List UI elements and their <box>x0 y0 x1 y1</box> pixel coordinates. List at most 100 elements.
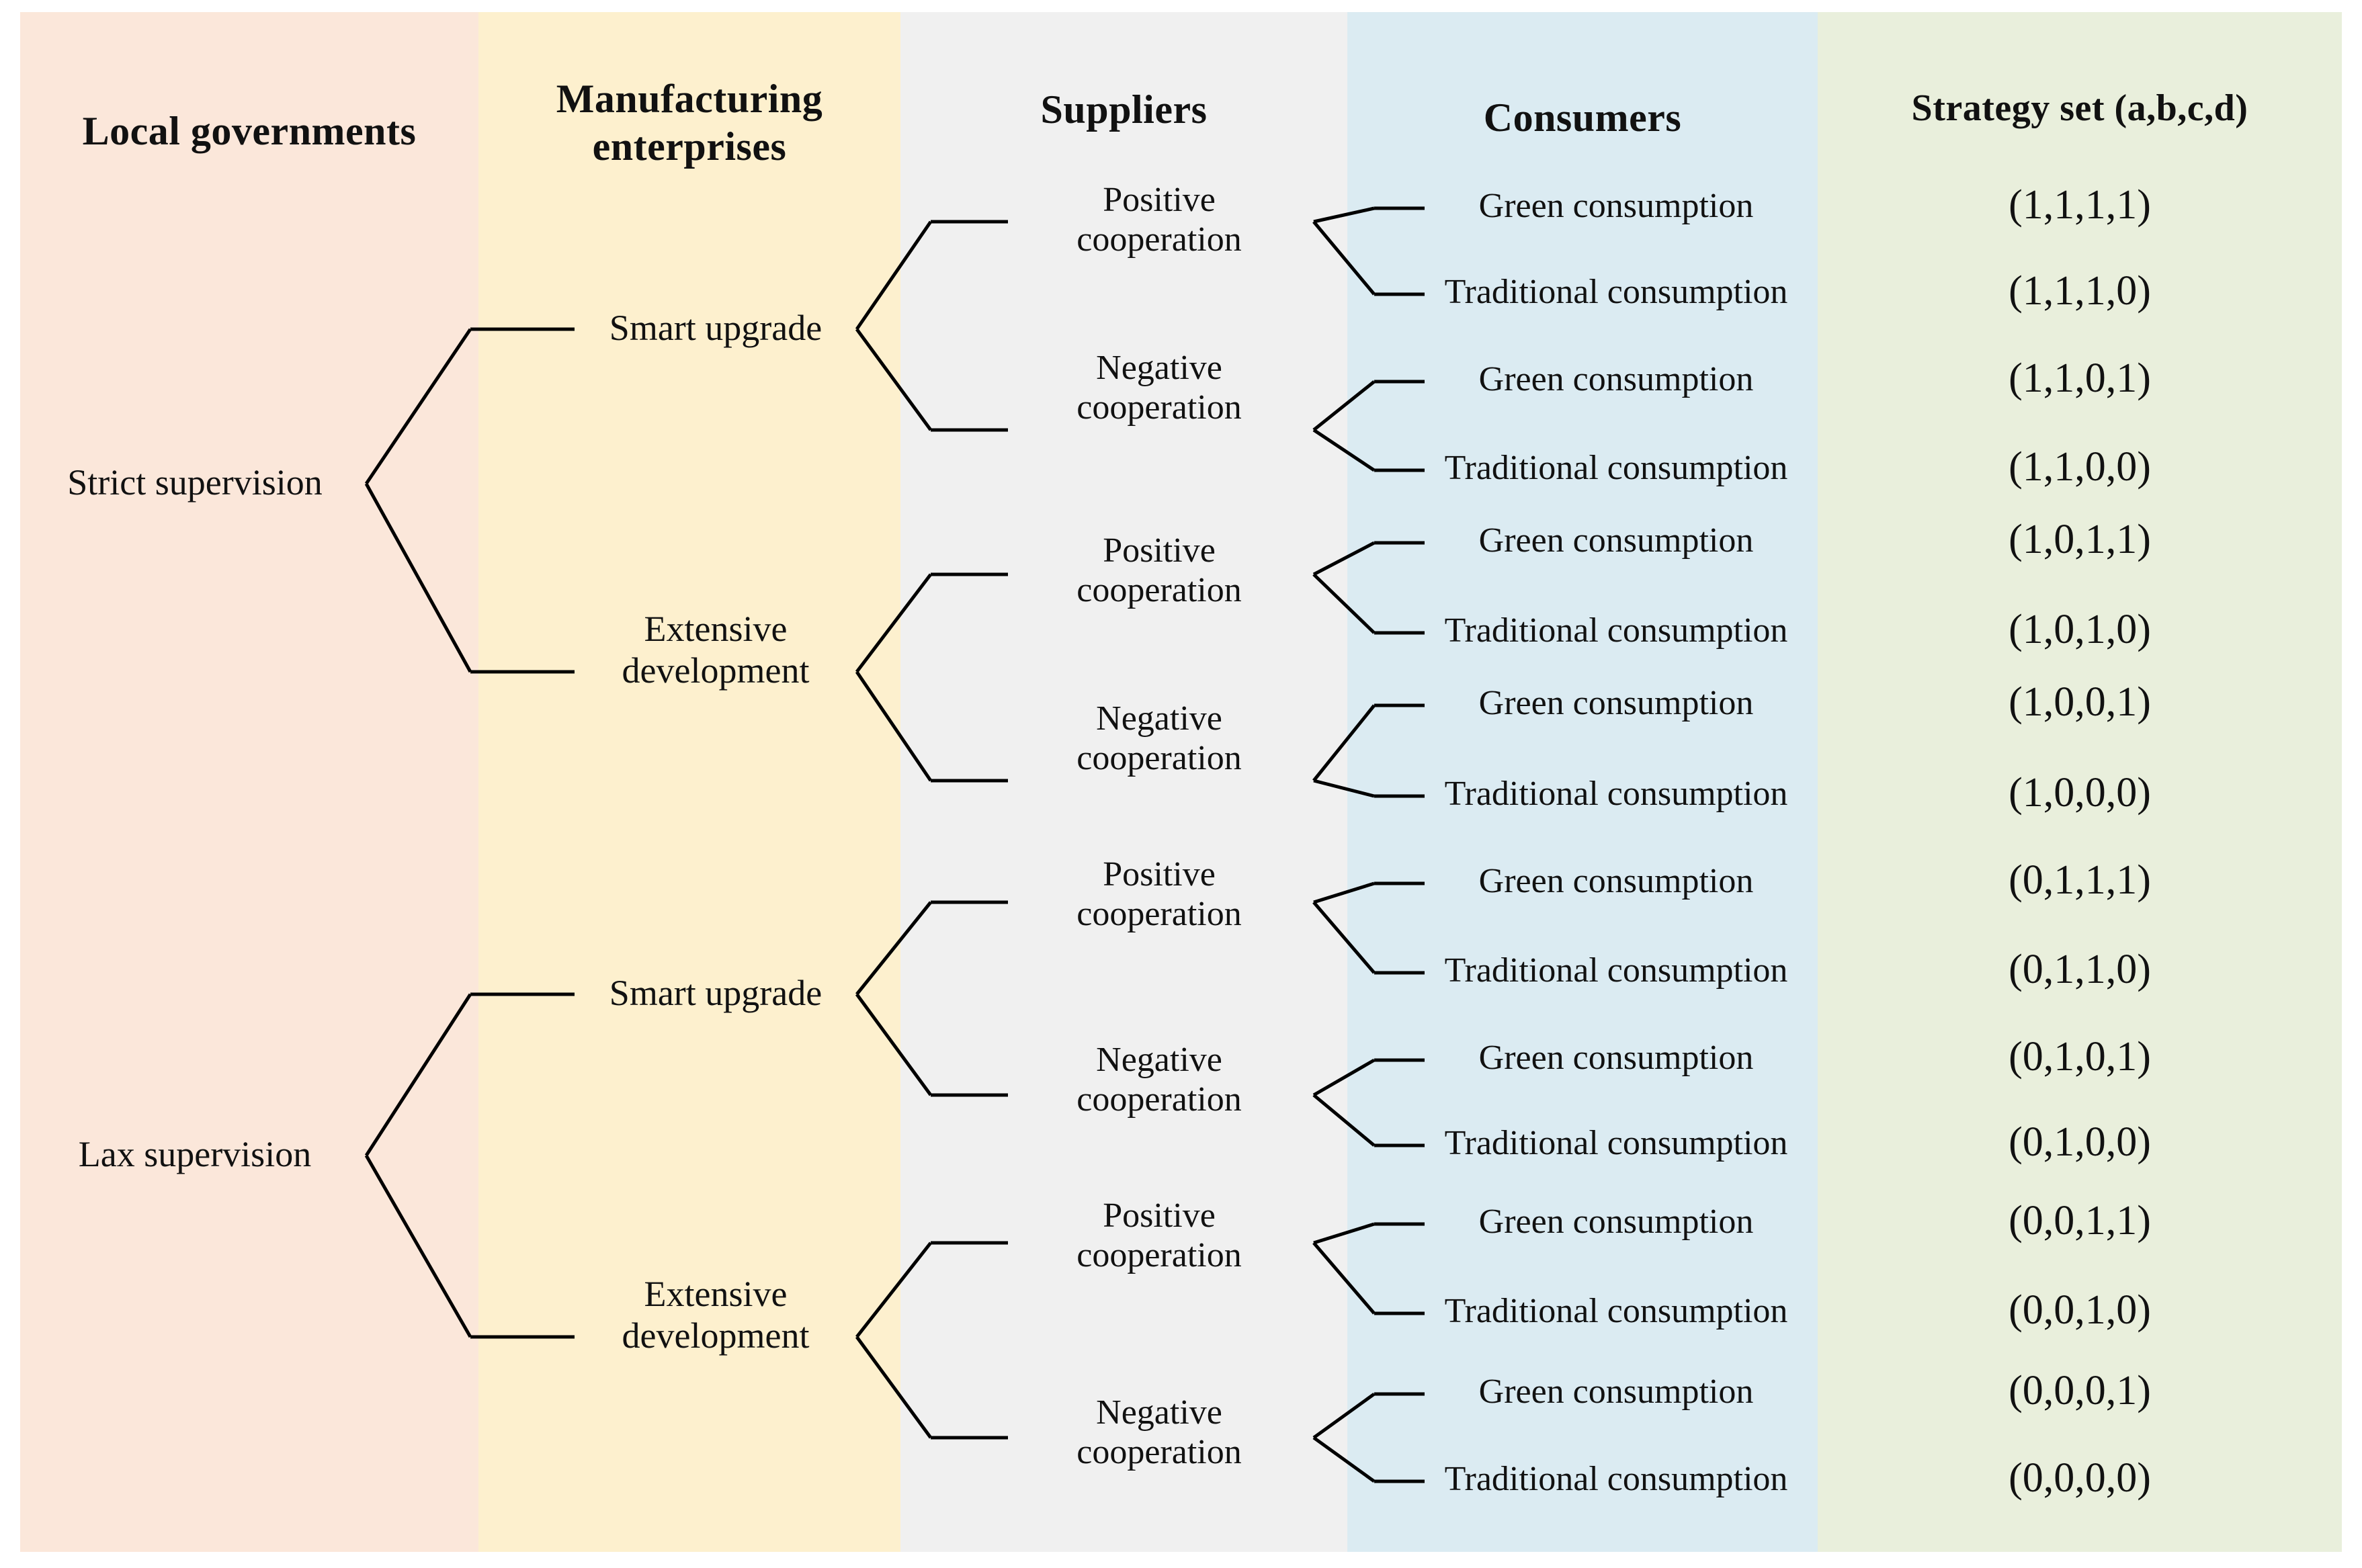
node-label-negative-cooperation-2-line1: Negative <box>1096 699 1222 738</box>
node-consumer-3[interactable]: Green consumption <box>1425 359 1808 399</box>
strategy-set-text-11: (0,1,0,1) <box>2009 1034 2151 1080</box>
strategy-set-value-10: (0,1,1,0) <box>1818 946 2342 994</box>
node-consumer-2[interactable]: Traditional consumption <box>1425 272 1808 312</box>
node-label-consumer-9: Green consumption <box>1478 862 1754 900</box>
node-consumer-5[interactable]: Green consumption <box>1425 521 1808 560</box>
node-label-consumer-6: Traditional consumption <box>1444 611 1788 650</box>
node-consumer-14[interactable]: Traditional consumption <box>1425 1291 1808 1331</box>
node-label-consumer-7: Green consumption <box>1478 684 1754 722</box>
node-label-consumer-1: Green consumption <box>1478 187 1754 225</box>
node-label-extensive-development-strict-line2: development <box>622 650 810 691</box>
strategy-set-text-2: (1,1,1,0) <box>2009 268 2151 314</box>
node-consumer-6[interactable]: Traditional consumption <box>1425 611 1808 650</box>
node-extensive-development-lax[interactable]: Extensive development <box>575 1274 857 1356</box>
node-label-negative-cooperation-4-line2: cooperation <box>1077 1433 1242 1472</box>
node-label-positive-cooperation-2-line2: cooperation <box>1077 571 1242 610</box>
node-label-smart-upgrade-lax: Smart upgrade <box>609 973 823 1013</box>
column-header-strategy-set: Strategy set (a,b,c,d) <box>1818 86 2342 130</box>
node-label-consumer-14: Traditional consumption <box>1444 1292 1788 1330</box>
strategy-set-value-3: (1,1,0,1) <box>1818 355 2342 402</box>
strategy-set-text-1: (1,1,1,1) <box>2009 182 2151 228</box>
strategy-set-text-15: (0,0,0,1) <box>2009 1368 2151 1413</box>
node-label-consumer-16: Traditional consumption <box>1444 1460 1788 1498</box>
node-label-negative-cooperation-1-line1: Negative <box>1096 349 1222 387</box>
strategy-set-text-16: (0,0,0,0) <box>2009 1455 2151 1501</box>
node-label-positive-cooperation-3-line1: Positive <box>1103 855 1216 894</box>
strategy-set-value-6: (1,0,1,0) <box>1818 606 2342 654</box>
node-consumer-1[interactable]: Green consumption <box>1425 186 1808 226</box>
strategy-set-value-9: (0,1,1,1) <box>1818 857 2342 904</box>
strategy-set-text-9: (0,1,1,1) <box>2009 857 2151 903</box>
node-label-consumer-8: Traditional consumption <box>1444 775 1788 813</box>
node-extensive-development-strict[interactable]: Extensive development <box>575 609 857 691</box>
strategy-set-text-3: (1,1,0,1) <box>2009 355 2151 401</box>
node-consumer-7[interactable]: Green consumption <box>1425 683 1808 723</box>
node-negative-cooperation-2[interactable]: Negative cooperation <box>1008 699 1310 779</box>
node-label-consumer-5: Green consumption <box>1478 521 1754 560</box>
header-text-local: Local governments <box>82 109 417 153</box>
strategy-set-value-2: (1,1,1,0) <box>1818 267 2342 315</box>
node-consumer-9[interactable]: Green consumption <box>1425 861 1808 901</box>
node-positive-cooperation-2[interactable]: Positive cooperation <box>1008 531 1310 611</box>
node-label-positive-cooperation-3-line2: cooperation <box>1077 895 1242 934</box>
strategy-set-text-6: (1,0,1,0) <box>2009 607 2151 652</box>
node-label-consumer-10: Traditional consumption <box>1444 951 1788 990</box>
strategy-set-text-12: (0,1,0,0) <box>2009 1119 2151 1165</box>
column-header-consumers: Consumers <box>1347 94 1818 142</box>
strategy-set-text-5: (1,0,1,1) <box>2009 517 2151 562</box>
strategy-set-value-7: (1,0,0,1) <box>1818 679 2342 726</box>
strategy-set-value-5: (1,0,1,1) <box>1818 516 2342 564</box>
node-label-consumer-2: Traditional consumption <box>1444 273 1788 311</box>
node-label-negative-cooperation-1-line2: cooperation <box>1077 388 1242 427</box>
node-smart-upgrade-lax[interactable]: Smart upgrade <box>575 973 857 1014</box>
node-label-positive-cooperation-1-line1: Positive <box>1103 181 1216 219</box>
node-consumer-15[interactable]: Green consumption <box>1425 1372 1808 1411</box>
strategy-set-value-13: (0,0,1,1) <box>1818 1197 2342 1245</box>
strategy-set-value-8: (1,0,0,0) <box>1818 769 2342 817</box>
node-negative-cooperation-3[interactable]: Negative cooperation <box>1008 1040 1310 1120</box>
node-label-lax-supervision: Lax supervision <box>78 1134 312 1174</box>
column-header-local-governments: Local governments <box>20 107 478 155</box>
node-label-consumer-11: Green consumption <box>1478 1039 1754 1077</box>
strategy-set-text-14: (0,0,1,0) <box>2009 1287 2151 1333</box>
header-text-suppliers: Suppliers <box>1040 87 1208 132</box>
node-lax-supervision[interactable]: Lax supervision <box>37 1134 353 1176</box>
node-negative-cooperation-1[interactable]: Negative cooperation <box>1008 348 1310 428</box>
column-band-consumers <box>1347 12 1818 1552</box>
node-consumer-8[interactable]: Traditional consumption <box>1425 774 1808 814</box>
node-consumer-16[interactable]: Traditional consumption <box>1425 1459 1808 1499</box>
node-label-extensive-development-strict-line1: Extensive <box>644 609 788 649</box>
strategy-set-text-8: (1,0,0,0) <box>2009 770 2151 816</box>
node-negative-cooperation-4[interactable]: Negative cooperation <box>1008 1393 1310 1473</box>
node-positive-cooperation-4[interactable]: Positive cooperation <box>1008 1196 1310 1276</box>
node-positive-cooperation-3[interactable]: Positive cooperation <box>1008 855 1310 934</box>
node-consumer-4[interactable]: Traditional consumption <box>1425 448 1808 488</box>
strategy-set-text-13: (0,0,1,1) <box>2009 1198 2151 1244</box>
node-strict-supervision[interactable]: Strict supervision <box>37 462 353 504</box>
node-label-smart-upgrade-strict: Smart upgrade <box>609 308 823 348</box>
node-label-consumer-12: Traditional consumption <box>1444 1124 1788 1162</box>
node-label-positive-cooperation-4-line1: Positive <box>1103 1196 1216 1235</box>
strategy-set-value-11: (0,1,0,1) <box>1818 1033 2342 1081</box>
node-label-consumer-3: Green consumption <box>1478 360 1754 398</box>
header-text-strategy: Strategy set (a,b,c,d) <box>1911 87 2248 129</box>
node-consumer-12[interactable]: Traditional consumption <box>1425 1123 1808 1163</box>
node-label-consumer-4: Traditional consumption <box>1444 449 1788 487</box>
node-label-strict-supervision: Strict supervision <box>67 462 323 503</box>
node-label-positive-cooperation-2-line1: Positive <box>1103 531 1216 570</box>
strategy-set-value-15: (0,0,0,1) <box>1818 1367 2342 1415</box>
node-label-negative-cooperation-4-line1: Negative <box>1096 1393 1222 1432</box>
strategy-set-text-10: (0,1,1,0) <box>2009 947 2151 992</box>
strategy-set-value-16: (0,0,0,0) <box>1818 1454 2342 1502</box>
node-positive-cooperation-1[interactable]: Positive cooperation <box>1008 180 1310 260</box>
node-smart-upgrade-strict[interactable]: Smart upgrade <box>575 308 857 349</box>
node-consumer-11[interactable]: Green consumption <box>1425 1038 1808 1078</box>
node-label-consumer-13: Green consumption <box>1478 1203 1754 1241</box>
node-label-consumer-15: Green consumption <box>1478 1373 1754 1411</box>
node-label-positive-cooperation-4-line2: cooperation <box>1077 1236 1242 1275</box>
node-consumer-10[interactable]: Traditional consumption <box>1425 951 1808 990</box>
strategy-set-text-7: (1,0,0,1) <box>2009 679 2151 725</box>
header-text-consumers: Consumers <box>1483 95 1682 140</box>
node-consumer-13[interactable]: Green consumption <box>1425 1202 1808 1242</box>
